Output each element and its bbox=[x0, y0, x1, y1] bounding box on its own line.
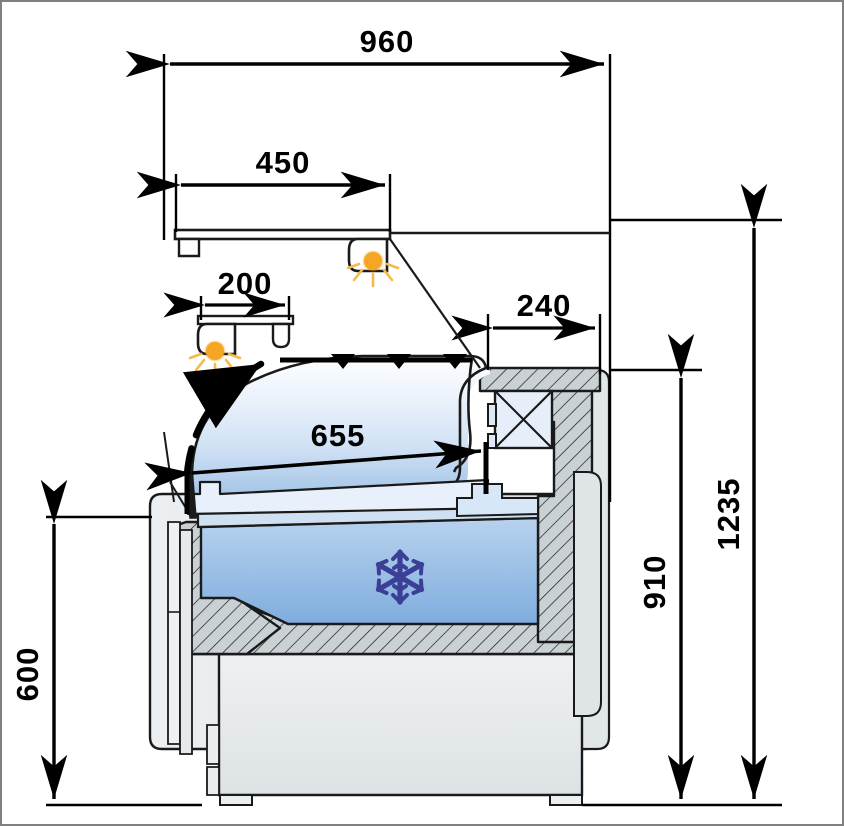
insulation-top-lintel bbox=[478, 366, 602, 393]
right-outer-trim bbox=[573, 471, 602, 717]
fascia-kick-recess-upper bbox=[206, 724, 220, 765]
dimension-240-label: 240 bbox=[517, 288, 572, 323]
dimension-200-label: 200 bbox=[218, 266, 273, 301]
evaporator-fan-box bbox=[487, 389, 554, 450]
foot-right bbox=[549, 794, 583, 806]
dimension-600: 600 bbox=[10, 479, 68, 799]
dimension-1235: 1235 bbox=[711, 183, 768, 799]
snowflake-icon bbox=[375, 549, 425, 605]
dimension-240: 240 bbox=[451, 288, 595, 341]
left-trim-strip-outer bbox=[167, 521, 181, 745]
left-trim-strip-inner bbox=[179, 529, 193, 755]
lamp-glow-icon-top bbox=[346, 250, 400, 288]
dimension-450-label: 450 bbox=[256, 145, 311, 180]
dimension-910: 910 bbox=[637, 333, 695, 799]
swing-direction-markers bbox=[331, 354, 467, 369]
dimension-655-label: 655 bbox=[311, 418, 366, 453]
canopy-bar bbox=[173, 228, 392, 241]
foot-left bbox=[219, 794, 253, 806]
rear-notch-step bbox=[456, 483, 539, 518]
dimension-200: 200 bbox=[163, 266, 285, 318]
fascia-kick-recess bbox=[206, 766, 220, 796]
lower-lamp-hanger bbox=[271, 322, 291, 349]
dimension-450: 450 bbox=[136, 145, 385, 199]
glass-support-rod-b bbox=[163, 431, 175, 503]
dimension-910-label: 910 bbox=[637, 555, 672, 610]
dimension-960-label: 960 bbox=[360, 24, 415, 59]
canopy-leader-line bbox=[389, 238, 481, 369]
dimension-960: 960 bbox=[125, 24, 604, 78]
dimension-655: 655 bbox=[144, 418, 489, 514]
front-fascia-panel bbox=[217, 652, 584, 797]
dimension-1235-label: 1235 bbox=[711, 478, 746, 551]
canopy-left-bracket bbox=[177, 237, 201, 258]
dimension-600-label: 600 bbox=[10, 647, 45, 702]
